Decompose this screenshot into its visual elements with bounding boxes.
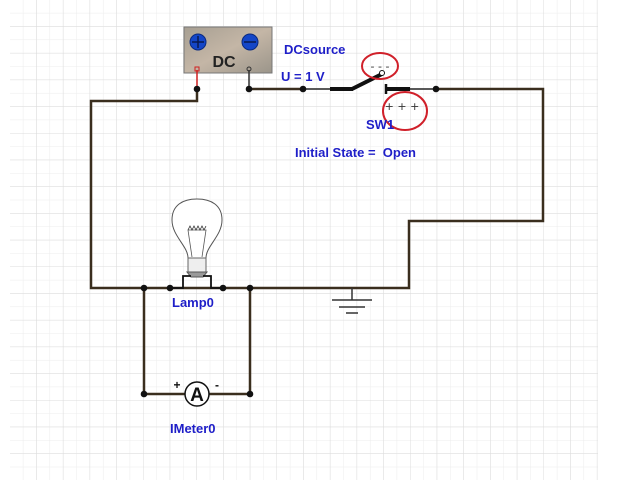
grid	[10, 0, 598, 480]
plus-charge-marks: + + +	[385, 100, 420, 113]
switch-name: SW1	[366, 117, 394, 132]
dc-source[interactable]: DC	[183, 26, 273, 89]
ground-icon	[332, 288, 372, 314]
junction-dots	[140, 85, 440, 398]
ammeter-minus: -	[215, 378, 219, 392]
ammeter-plus: +	[173, 378, 180, 392]
dc-face-label: DC	[212, 54, 236, 71]
ammeter-name: IMeter0	[170, 421, 216, 436]
dc-source-voltage: U = 1 V	[281, 69, 325, 84]
switch-sw1[interactable]	[303, 70, 436, 95]
plus-charge-highlight	[382, 91, 428, 131]
positive-terminal-icon	[189, 33, 207, 51]
lamp-name: Lamp0	[172, 295, 214, 310]
ammeter-symbol: A	[190, 385, 204, 406]
lamp-icon[interactable]	[170, 198, 223, 289]
minus-charge-marks: - - -	[371, 60, 390, 73]
switch-initial-state: Initial State = Open	[295, 145, 416, 160]
ammeter-icon[interactable]: A + -	[173, 378, 219, 407]
negative-terminal-icon	[241, 33, 259, 51]
minus-charge-highlight	[361, 52, 399, 80]
dc-source-name: DCsource	[284, 42, 345, 57]
